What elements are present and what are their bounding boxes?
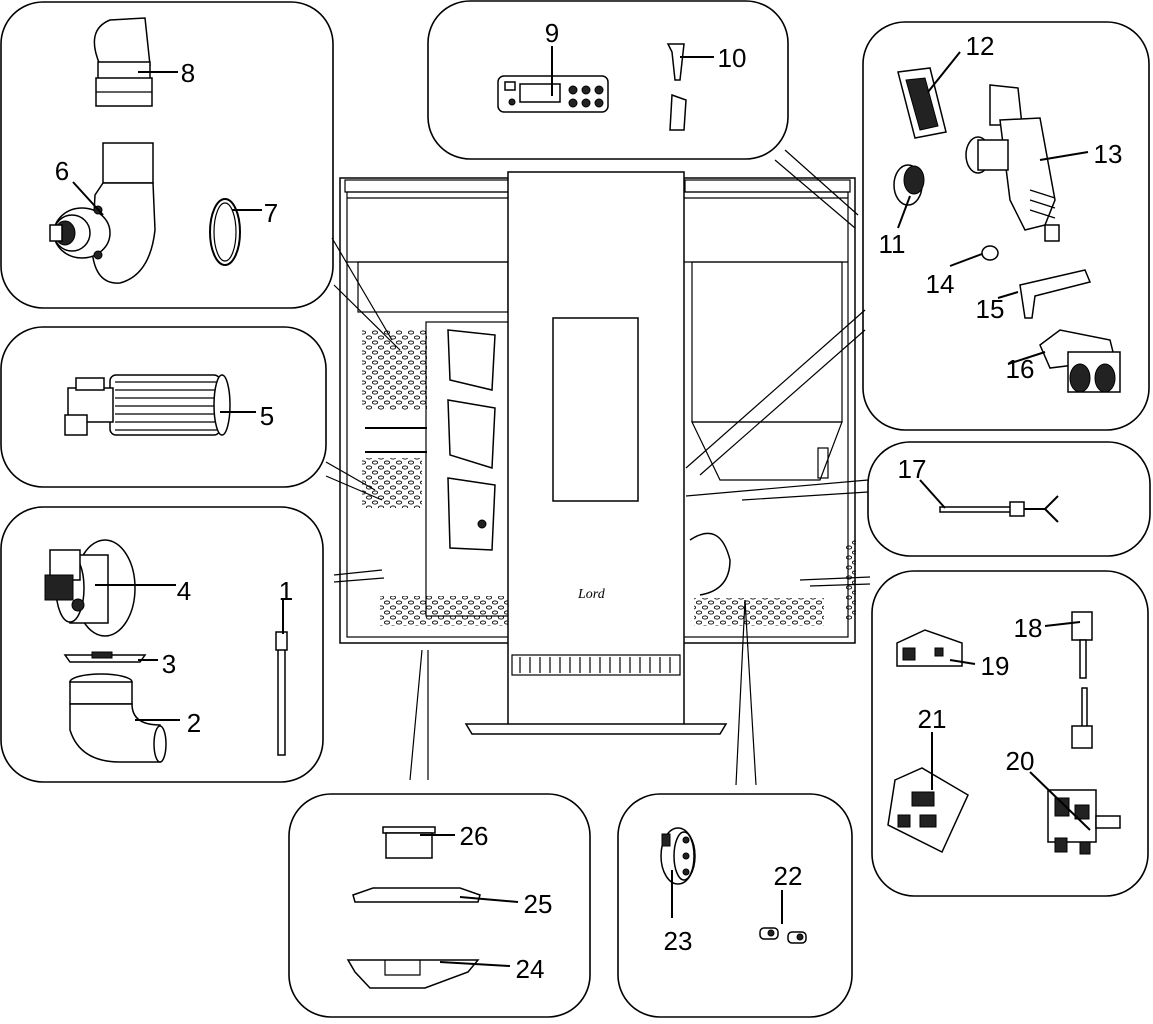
callout-4: 4 <box>177 576 191 606</box>
tray-part <box>346 959 480 989</box>
panel-exhaust-blower <box>0 1 334 309</box>
panel-pressure <box>617 793 853 1018</box>
gasket-part <box>209 198 241 266</box>
callout-26: 26 <box>460 821 489 851</box>
callout-10: 10 <box>718 43 747 73</box>
callout-labels: 1 2 3 4 5 6 7 8 9 10 11 12 13 14 15 16 1… <box>55 18 1123 984</box>
panel-feeder <box>862 21 1150 431</box>
panel-igniter <box>867 441 1151 557</box>
leader-lines <box>72 46 1091 967</box>
terminal-block-part <box>896 629 963 667</box>
probe-part <box>275 631 288 756</box>
callout-7: 7 <box>264 198 278 228</box>
callout-5: 5 <box>260 401 274 431</box>
cup-part <box>382 826 436 859</box>
panel-electronics <box>871 570 1149 897</box>
callout-11: 11 <box>879 229 906 259</box>
callout-9: 9 <box>545 18 559 48</box>
callout-14: 14 <box>926 269 955 299</box>
panel-control <box>427 0 789 160</box>
exhaust-blower-part <box>49 142 156 284</box>
auger-assembly-part <box>965 84 1060 242</box>
stove-body: Lord <box>339 171 856 735</box>
callout-12: 12 <box>966 31 995 61</box>
callout-1: 1 <box>279 576 293 606</box>
bracket-part <box>1019 269 1092 319</box>
hose-fittings-part <box>759 927 807 944</box>
igniter-part <box>939 495 1059 523</box>
callout-17: 17 <box>898 454 927 484</box>
callout-20: 20 <box>1006 746 1035 776</box>
temperature-sensor-part <box>1071 611 1093 749</box>
pressure-switch-part <box>660 827 696 885</box>
gear-motor-part <box>1039 329 1121 393</box>
callout-21: 21 <box>918 704 947 734</box>
callout-19: 19 <box>981 651 1010 681</box>
inlet-elbow-part <box>69 673 167 763</box>
callout-2: 2 <box>187 708 201 738</box>
callout-3: 3 <box>162 649 176 679</box>
mainboard-part <box>1047 789 1121 855</box>
callout-16: 16 <box>1006 354 1035 384</box>
exhaust-elbow-part <box>93 17 153 107</box>
plate-part <box>352 887 481 903</box>
panel-convection-fan <box>0 326 327 488</box>
knob-part <box>949 245 999 267</box>
callout-22: 22 <box>774 861 803 891</box>
convection-fan-part <box>64 374 231 436</box>
combustion-blower-part <box>44 539 136 637</box>
callout-18: 18 <box>1014 613 1043 643</box>
stove-logo: Lord <box>577 587 606 602</box>
callout-25: 25 <box>524 889 553 919</box>
callout-8: 8 <box>181 58 195 88</box>
panel-combustion-blower <box>0 506 324 783</box>
callout-15: 15 <box>976 294 1005 324</box>
callout-13: 13 <box>1094 139 1123 169</box>
callout-6: 6 <box>55 156 69 186</box>
bracket-pair-part <box>666 43 687 131</box>
callout-24: 24 <box>516 954 545 984</box>
panel-burn-pot <box>288 793 591 1018</box>
callout-23: 23 <box>664 926 693 956</box>
control-board-part <box>887 767 969 854</box>
bushing-part <box>893 164 925 206</box>
